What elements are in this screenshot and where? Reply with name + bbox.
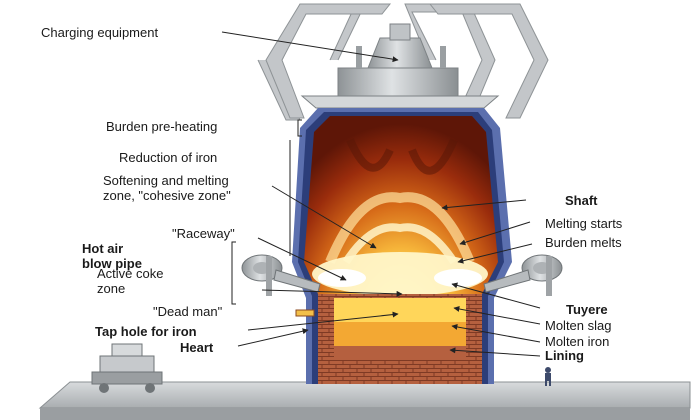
label-active-coke-line2: zone: [97, 281, 126, 296]
leader-molten-slag: [453, 306, 541, 325]
label-tuyere: Tuyere: [566, 302, 608, 317]
label-charging-equipment: Charging equipment: [41, 25, 159, 40]
leader-heart: [237, 328, 309, 347]
label-melting-starts: Melting starts: [545, 216, 623, 231]
cohesive-zone: [325, 138, 475, 265]
label-reduction-of-iron: Reduction of iron: [119, 150, 218, 165]
leader-raceway: [257, 237, 347, 281]
tap-hole: [295, 309, 315, 317]
worker-figure: [545, 367, 551, 386]
label-softening-line1: Softening and melting: [103, 173, 229, 188]
leader-lining: [449, 347, 541, 357]
label-raceway: "Raceway": [172, 226, 235, 241]
label-burden-melts: Burden melts: [545, 235, 622, 250]
label-softening-line2: zone, "cohesive zone": [103, 188, 231, 203]
label-hot-air-line2: blow pipe: [82, 256, 142, 271]
label-molten-iron: Molten iron: [545, 334, 610, 349]
label-shaft: Shaft: [565, 193, 598, 208]
hot-air-blow-pipes: [241, 254, 563, 296]
label-hot-air-line1: Hot air: [82, 241, 124, 256]
leader-burden-melts: [457, 243, 533, 264]
label-molten-slag: Molten slag: [545, 318, 612, 333]
charging-equipment: [300, 23, 500, 109]
rail-car: [91, 343, 163, 393]
leader-dead-man: [261, 289, 403, 297]
leader-tuyere: [451, 282, 541, 309]
label-lining: Lining: [545, 348, 584, 363]
gas-uptake-right: [265, 3, 549, 119]
ground-slab: [38, 381, 691, 420]
label-dead-man: "Dead man": [153, 304, 223, 319]
raceway-core: [312, 252, 488, 296]
zone-brackets: [231, 119, 302, 305]
leader-lines: [221, 31, 541, 357]
leader-melting-starts: [459, 221, 531, 246]
hearth: [318, 294, 482, 384]
leader-cohesive-zone: [271, 185, 377, 249]
leader-shaft: [441, 199, 527, 211]
label-active-coke-line1: Active coke: [97, 266, 164, 281]
label-heart: Heart: [180, 340, 214, 355]
label-tap-hole: Tap hole for iron: [95, 324, 197, 339]
leader-tap-hole: [247, 311, 399, 331]
leader-molten-iron: [451, 324, 541, 343]
label-burden-preheating: Burden pre-heating: [106, 119, 218, 134]
leader-charging-equipment: [221, 31, 399, 63]
